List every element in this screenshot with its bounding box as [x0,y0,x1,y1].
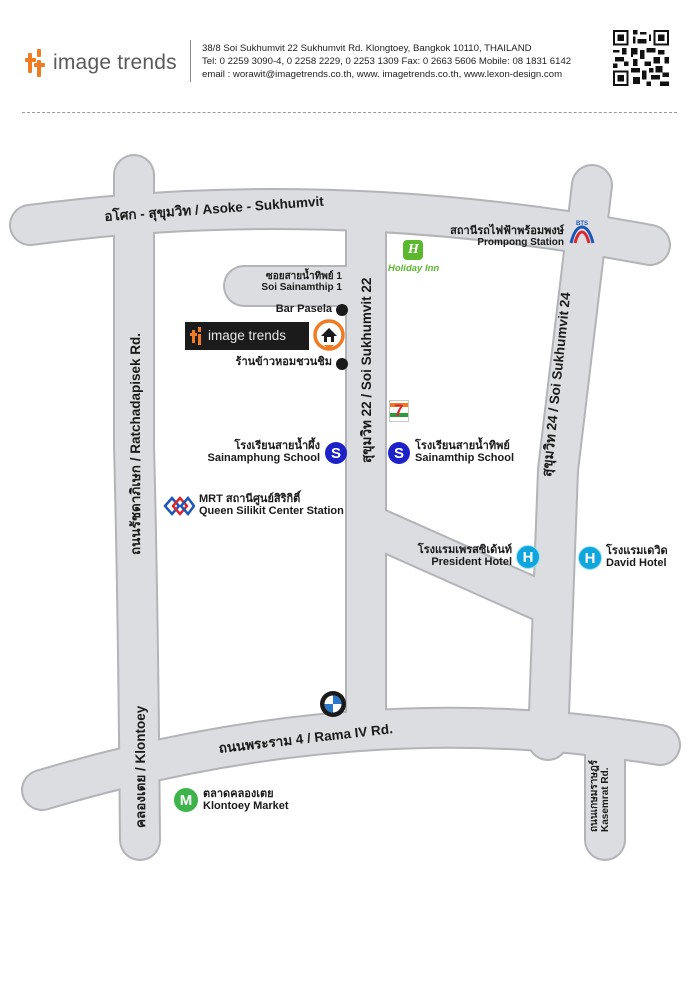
contact-block: 38/8 Soi Sukhumvit 22 Sukhumvit Rd. Klon… [202,42,571,82]
image-trends-logo-icon [25,49,47,77]
mrt-station-label: MRT สถานีศูนย์สิริกิติ์ Queen Silikit Ce… [199,493,344,517]
bar-pasela-marker [336,304,348,316]
klontoey-market-label: ตลาดคลองเตย Klontoey Market [203,788,289,812]
bts-text: BTS [576,221,588,227]
mrt-station-icon [163,496,195,516]
company-phones: Tel: 0 2259 3090-4, 0 2258 2229, 0 2253 … [202,56,572,68]
sainamphung-school-icon: S [325,442,347,464]
holiday-inn-logo: H Holiday Inn [388,240,442,278]
soi-sainamthip-1-en: Soi Sainamthip 1 [261,281,342,293]
label-kasemrat: ถนนเกษมราษฎร์ Kasemrat Rd. [589,759,611,832]
mrt-th: MRT สถานีศูนย์สิริกิติ์ [199,493,301,505]
qr-code-icon [613,30,669,86]
seven-eleven-text: 7 [394,401,404,420]
david-th: โรงแรมเดวิด [606,545,668,557]
president-th: โรงแรมเพรสซิเด้นท์ [417,544,512,556]
sainamphung-en: Sainamphung School [207,451,320,464]
header-divider [190,40,191,82]
prompong-en: Prompong Station [477,236,564,248]
label-ratchadapisek: ถนนรัชดาภิเษก / Ratchadapisek Rd. [128,332,143,555]
label-sukhumvit-22: สุขุมวิท 22 / Soi Sukhumvit 22 [359,277,374,463]
logo-text: image trends [53,51,177,74]
president-hotel-label: โรงแรมเพรสซิเด้นท์ President Hotel [396,544,512,568]
image-trends-tag: image trends [185,322,309,350]
office-location-pin-icon [313,319,345,351]
kasemrat-en: Kasemrat Rd. [599,767,611,832]
bmw-dealer-icon [320,691,346,717]
president-hotel-icon: H [516,545,540,569]
restaurant-marker [336,358,348,370]
sainamphung-th: โรงเรียนสายน้ำผึ้ง [234,440,320,452]
david-hotel-label: โรงแรมเดวิด David Hotel [606,545,668,569]
holiday-inn-icon: H [403,240,423,260]
image-trends-tag-icon [190,327,204,345]
sainamthip-school-label: โรงเรียนสายน้ำทิพย์ Sainamthip School [415,440,515,464]
president-en: President Hotel [431,555,512,568]
market-en: Klontoey Market [203,799,289,812]
klontoey-market-icon: M [174,788,198,812]
prompong-th: สถานีรถไฟฟ้าพร้อมพงษ์ [450,225,564,237]
soi-sainamthip-1-th: ซอยสายน้ำทิพย์ 1 [265,271,342,282]
mrt-en: Queen Silikit Center Station [199,504,344,517]
image-trends-tag-text: image trends [208,328,287,343]
market-th: ตลาดคลองเตย [203,788,274,800]
company-address: 38/8 Soi Sukhumvit 22 Sukhumvit Rd. Klon… [202,43,532,54]
company-email-web: email : worawit@imagetrends.co.th, www. … [202,69,563,81]
header-separator [22,112,677,113]
bts-station-icon: BTS [569,221,595,244]
kasemrat-th: ถนนเกษมราษฎร์ [589,759,600,832]
restaurant-label: ร้านข้าวหอมชวนชิม [235,356,332,368]
sainamphung-school-label: โรงเรียนสายน้ำผึ้ง Sainamphung School [200,440,320,464]
label-klontoey: คลองเตย / Klontoey [133,705,148,828]
holiday-inn-label: Holiday Inn [388,263,440,274]
label-soi-sainamthip-1: ซอยสายน้ำทิพย์ 1 Soi Sainamthip 1 [250,271,342,293]
david-hotel-icon: H [578,546,602,570]
sainamthip-en: Sainamthip School [415,451,515,464]
bar-pasela-label: Bar Pasela [275,303,332,315]
company-logo: image trends [25,46,177,80]
prompong-station-label: สถานีรถไฟฟ้าพร้อมพงษ์ Prompong Station [430,225,564,248]
sainamthip-school-icon: S [388,442,410,464]
sainamthip-th: โรงเรียนสายน้ำทิพย์ [415,440,510,452]
david-en: David Hotel [606,556,667,569]
seven-eleven-icon: 7 [389,400,409,422]
